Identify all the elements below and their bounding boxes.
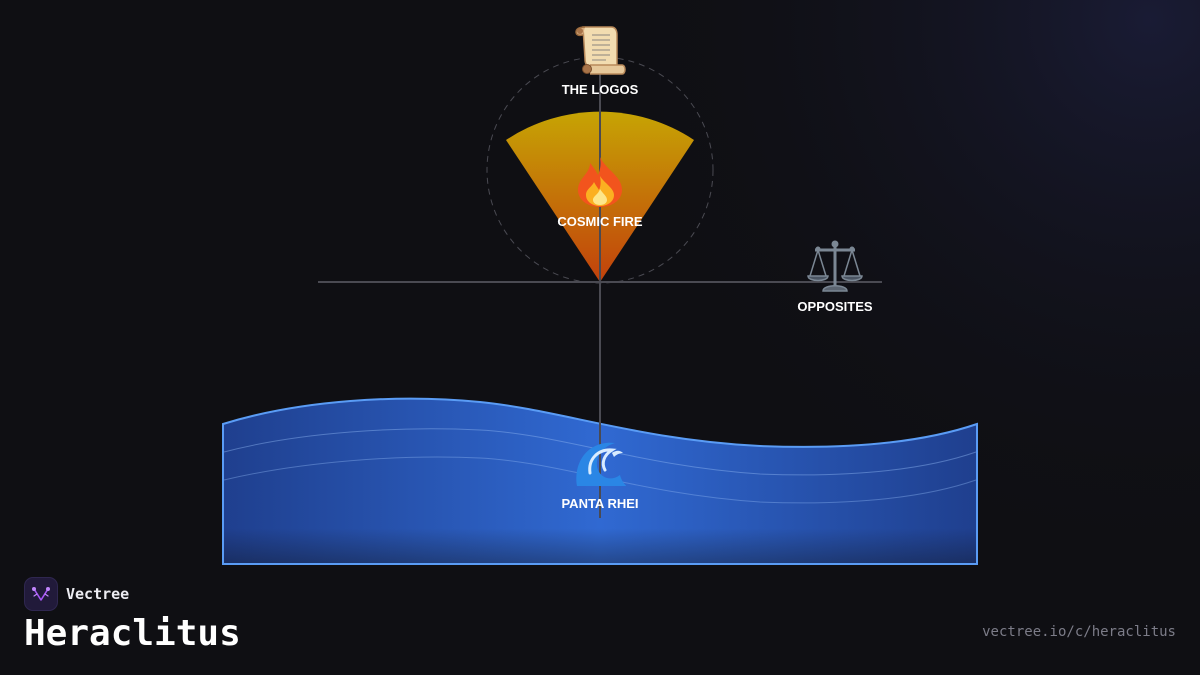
opposites-label: OPPOSITES: [797, 299, 872, 314]
vectree-tree-icon: [32, 587, 50, 601]
wave-icon: [576, 442, 627, 486]
fire-icon: [578, 157, 622, 207]
brand-name: Vectree: [66, 585, 130, 603]
page-url[interactable]: vectree.io/c/heraclitus: [982, 624, 1176, 640]
logos-label: THE LOGOS: [562, 82, 639, 97]
river-current-line: [223, 428, 977, 476]
fire-label: COSMIC FIRE: [557, 214, 643, 229]
brand[interactable]: Vectree: [24, 577, 129, 611]
river-label: PANTA RHEI: [561, 496, 638, 511]
scroll-icon: [575, 26, 626, 75]
balance-scale-icon: [807, 240, 863, 292]
vectree-logo: [24, 577, 58, 611]
page-title: Heraclitus: [24, 613, 241, 654]
